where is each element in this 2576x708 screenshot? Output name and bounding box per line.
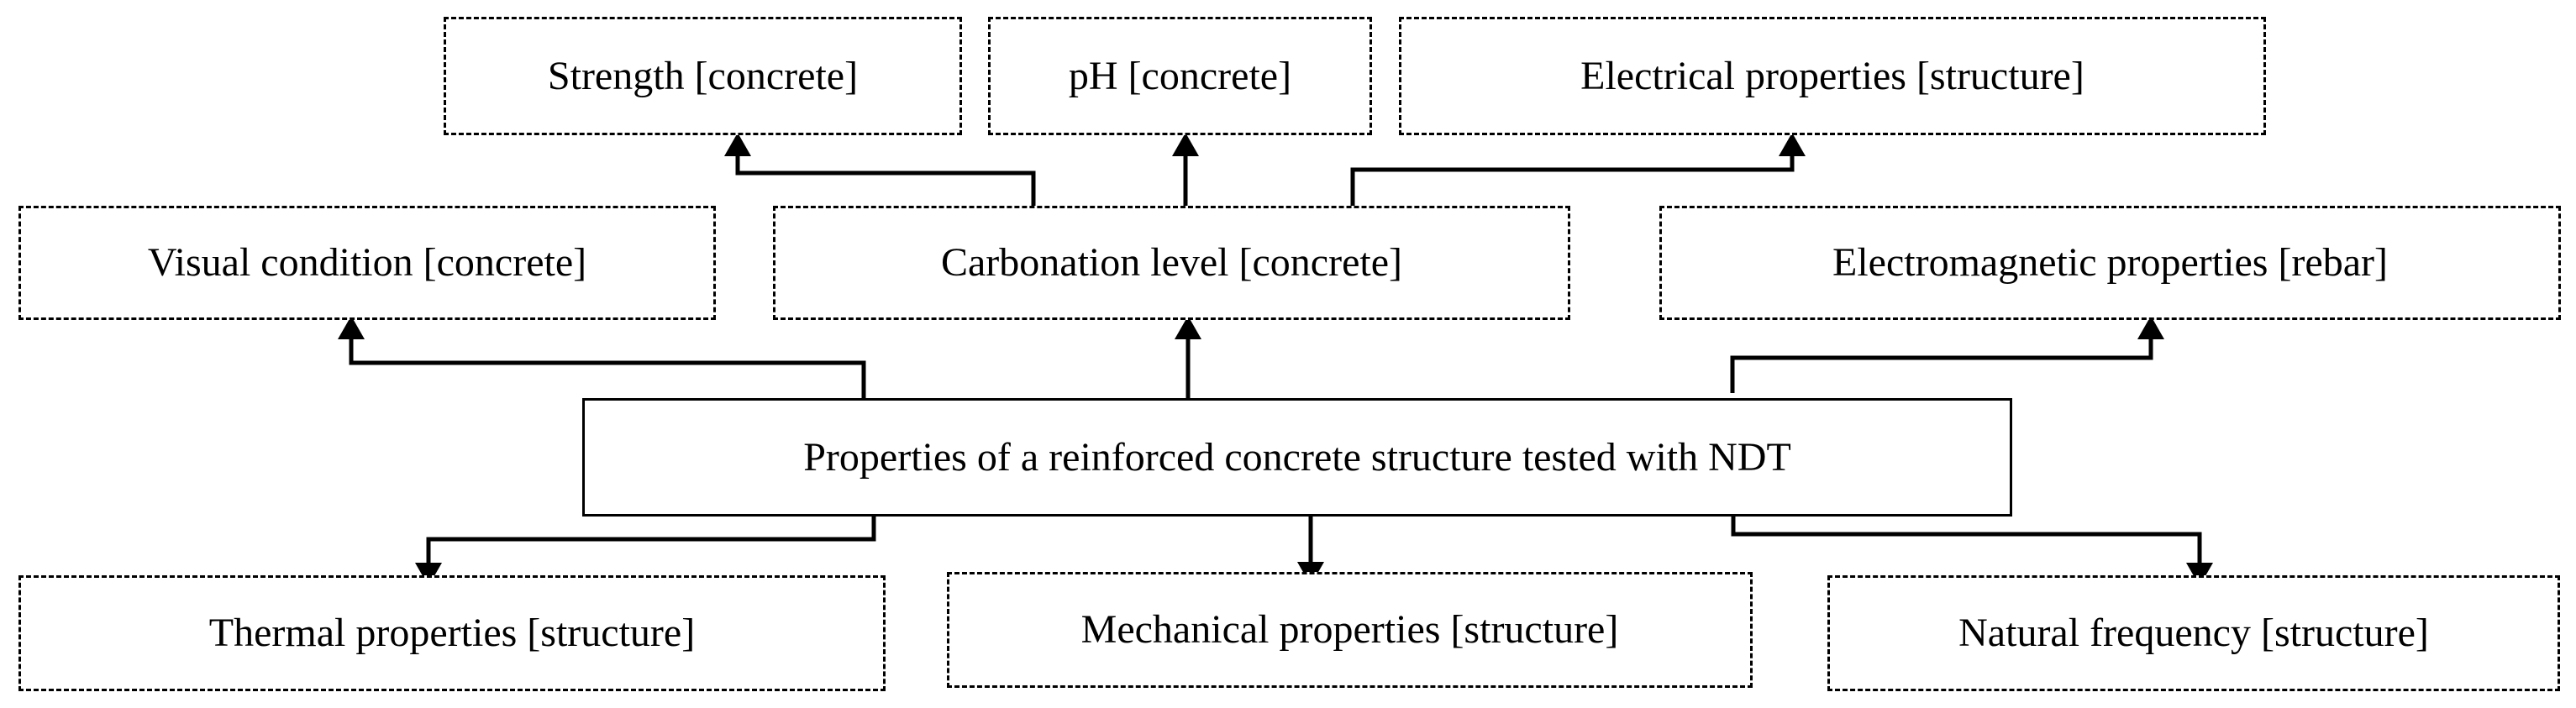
node-natural-frequency-label: Natural frequency [structure] [1958,611,2429,655]
node-visual-condition: Visual condition [concrete] [18,206,716,320]
node-mechanical-properties-label: Mechanical properties [structure] [1080,607,1619,652]
node-electrical-properties: Electrical properties [structure] [1399,17,2266,135]
arrow-to-visual-condition [349,339,866,399]
node-center-properties-label: Properties of a reinforced concrete stru… [803,434,1791,480]
node-strength-label: Strength [concrete] [547,53,859,98]
arrowhead-electrical-properties [1779,133,1806,156]
node-electrical-properties-label: Electrical properties [structure] [1580,53,2084,98]
node-electromagnetic-properties-label: Electromagnetic properties [rebar] [1832,240,2388,285]
arrow-to-electromagnetic-properties [1730,339,2153,393]
arrow-to-natural-frequency [1731,516,2202,563]
arrowhead-natural-frequency [2186,563,2213,586]
node-mechanical-properties: Mechanical properties [structure] [947,572,1753,688]
node-electromagnetic-properties: Electromagnetic properties [rebar] [1659,206,2561,320]
arrowhead-visual-condition [338,316,365,339]
node-carbonation-level: Carbonation level [concrete] [773,206,1570,320]
node-thermal-properties-label: Thermal properties [structure] [208,611,696,655]
node-strength: Strength [concrete] [444,17,962,135]
arrowhead-strength [724,133,751,156]
node-ph: pH [concrete] [988,17,1372,135]
arrowhead-carbonation-level [1175,316,1201,339]
node-natural-frequency: Natural frequency [structure] [1827,575,2560,691]
node-visual-condition-label: Visual condition [concrete] [147,240,587,285]
arrow-to-strength [735,156,1036,206]
node-ph-label: pH [concrete] [1068,53,1292,98]
node-thermal-properties: Thermal properties [structure] [18,575,886,691]
node-center-properties: Properties of a reinforced concrete stru… [582,398,2012,517]
arrowhead-electromagnetic-properties [2137,316,2164,339]
node-carbonation-level-label: Carbonation level [concrete] [940,240,1403,285]
arrow-to-thermal-properties [426,516,876,563]
arrow-to-electrical-properties [1350,156,1795,206]
arrowhead-ph [1172,133,1199,156]
arrowhead-thermal-properties [415,563,442,586]
